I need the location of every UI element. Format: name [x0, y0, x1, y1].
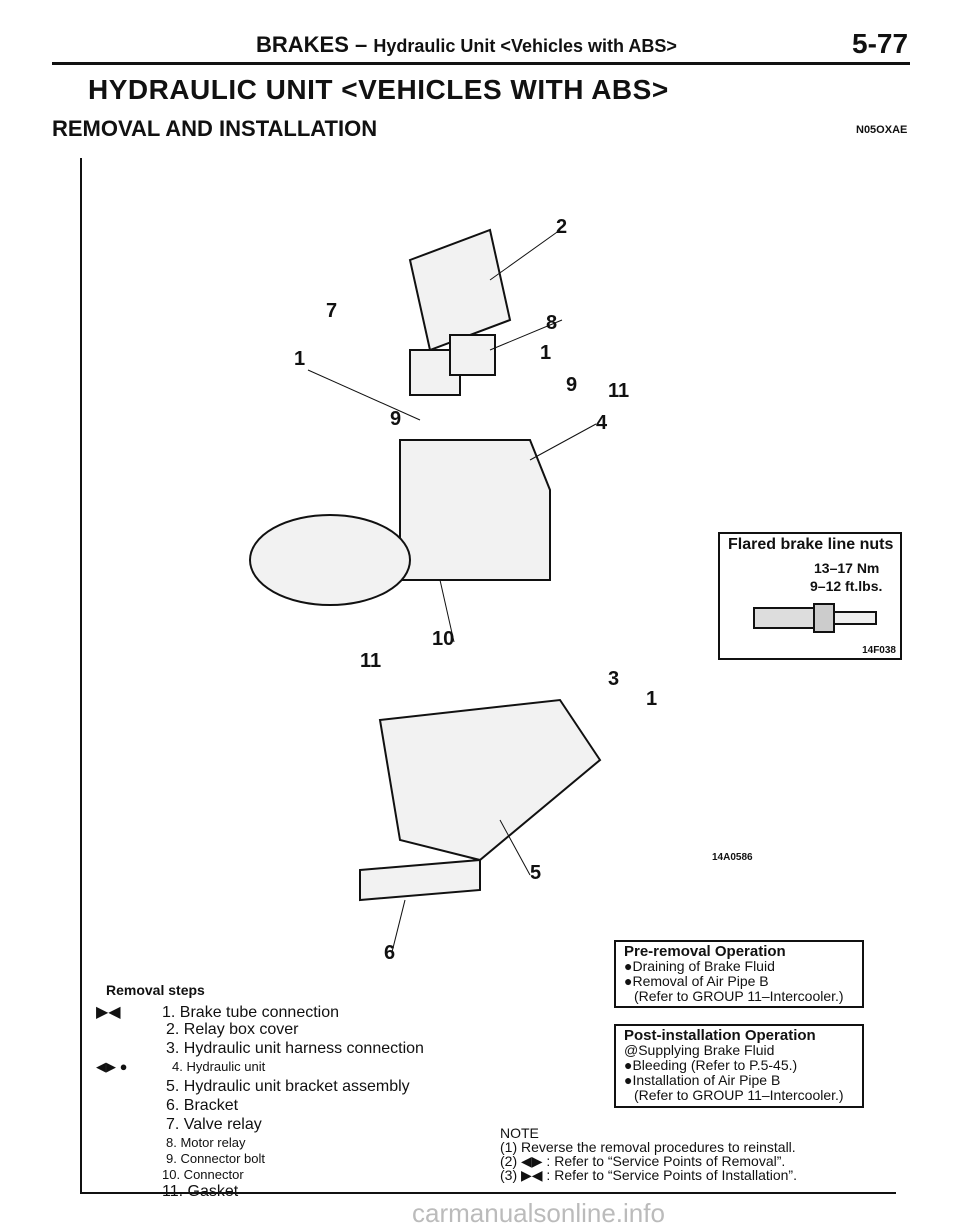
left-margin-rule	[80, 158, 82, 1194]
torque-nm: 13–17 Nm	[814, 560, 880, 576]
post-installation-line: @Supplying Brake Fluid	[624, 1042, 775, 1058]
step-text: 5. Hydraulic unit bracket assembly	[166, 1078, 410, 1095]
pre-removal-line: (Refer to GROUP 11–Intercooler.)	[634, 988, 844, 1004]
step-text: 11. Gasket	[162, 1183, 239, 1200]
callout-6: 6	[384, 942, 396, 964]
header-subtitle: Hydraulic Unit <Vehicles with ABS>	[373, 36, 677, 56]
step-text: 2. Relay box cover	[166, 1021, 299, 1038]
note-line: (3) ▶◀ : Refer to “Service Points of Ins…	[500, 1167, 797, 1183]
section-title: REMOVAL AND INSTALLATION	[52, 116, 378, 141]
callout-3: 3	[608, 668, 620, 690]
callout-11a: 11	[608, 380, 630, 402]
running-header: BRAKES – Hydraulic Unit <Vehicles with A…	[256, 32, 677, 58]
step-row: 2. Relay box cover	[96, 1021, 426, 1040]
diagram-code: 14A0586	[712, 852, 753, 863]
step-row: 8. Motor relay	[96, 1135, 426, 1151]
pre-removal-box: Pre-removal Operation ●Draining of Brake…	[614, 940, 864, 1008]
hydraulic-unit-body	[399, 439, 551, 581]
header-rule	[52, 62, 910, 65]
callout-9a: 9	[566, 374, 578, 396]
post-installation-line: ●Bleeding (Refer to P.5-45.)	[624, 1057, 798, 1073]
post-installation-box: Post-installation Operation @Supplying B…	[614, 1024, 864, 1108]
step-text: 8. Motor relay	[166, 1135, 246, 1150]
torque-spec-box: Flared brake line nuts 13–17 Nm 9–12 ft.…	[718, 532, 902, 660]
step-row: 10. Connector	[96, 1167, 426, 1183]
step-row: 11. Gasket	[96, 1183, 426, 1202]
step-text: 4. Hydraulic unit	[172, 1059, 266, 1074]
step-row: 9. Connector bolt	[96, 1151, 426, 1167]
bracket	[359, 858, 481, 902]
note-line: (1) Reverse the removal procedures to re…	[500, 1139, 796, 1155]
step-marker: ◀▶ ●	[96, 1059, 128, 1074]
note-line: (2) ◀▶ : Refer to “Service Points of Rem…	[500, 1153, 786, 1169]
header-dash: –	[355, 32, 368, 57]
post-installation-title: Post-installation Operation	[624, 1027, 816, 1044]
step-text: 3. Hydraulic unit harness connection	[166, 1040, 424, 1057]
callout-2: 2	[556, 216, 568, 238]
page-title: HYDRAULIC UNIT <VEHICLES WITH ABS>	[88, 74, 669, 105]
hydraulic-unit-exploded-diagram	[249, 228, 602, 953]
pre-removal-line: ●Removal of Air Pipe B	[624, 973, 769, 989]
pre-removal-title: Pre-removal Operation	[624, 943, 786, 960]
motor-relay	[449, 334, 496, 376]
callout-10: 10	[432, 628, 455, 650]
callout-11b: 11	[360, 650, 382, 672]
flare-nut-icon	[753, 603, 877, 633]
callout-1b: 1	[540, 342, 552, 364]
header-section: BRAKES	[256, 32, 349, 57]
step-row: 3. Hydraulic unit harness connection	[96, 1040, 426, 1059]
step-row: 5. Hydraulic unit bracket assembly	[96, 1078, 426, 1097]
step-row: 7. Valve relay	[96, 1116, 426, 1135]
post-installation-line: ●Installation of Air Pipe B	[624, 1072, 781, 1088]
unit-bracket-assembly	[378, 698, 602, 862]
bottom-rule	[80, 1192, 896, 1194]
callout-1c: 1	[646, 688, 658, 710]
step-text: 1. Brake tube connection	[162, 1004, 340, 1021]
torque-title: Flared brake line nuts	[728, 536, 894, 553]
callout-7: 7	[326, 300, 338, 322]
step-row: 6. Bracket	[96, 1097, 426, 1116]
watermark: carmanualsonline.info	[412, 1198, 665, 1228]
step-text: 7. Valve relay	[166, 1116, 262, 1133]
note-block: NOTE (1) Reverse the removal procedures …	[500, 1126, 797, 1182]
doc-code: N05OXAE	[856, 124, 908, 136]
note-title: NOTE	[500, 1125, 539, 1141]
post-installation-line: (Refer to GROUP 11–Intercooler.)	[634, 1087, 844, 1103]
hydraulic-unit-motor	[249, 514, 411, 606]
step-row: ▶◀ 1. Brake tube connection	[96, 1002, 426, 1021]
page-number: 5-77	[852, 28, 909, 59]
step-row: ◀▶ ● 4. Hydraulic unit	[96, 1059, 426, 1078]
step-text: 10. Connector	[162, 1167, 244, 1182]
step-marker: ▶◀	[96, 1004, 121, 1021]
step-text: 9. Connector bolt	[166, 1151, 266, 1166]
callout-4: 4	[596, 412, 608, 434]
pre-removal-line: ●Draining of Brake Fluid	[624, 958, 775, 974]
relay-box-cover	[408, 228, 512, 352]
callout-9b: 9	[390, 408, 402, 430]
callout-5: 5	[530, 862, 542, 884]
removal-steps-heading: Removal steps	[106, 982, 205, 998]
callout-8: 8	[546, 312, 558, 334]
torque-ftlbs: 9–12 ft.lbs.	[810, 578, 883, 594]
torque-code: 14F038	[862, 645, 896, 656]
callout-1a: 1	[294, 348, 306, 370]
step-text: 6. Bracket	[166, 1097, 239, 1114]
removal-steps-list: ▶◀ 1. Brake tube connection 2. Relay box …	[96, 1002, 426, 1202]
